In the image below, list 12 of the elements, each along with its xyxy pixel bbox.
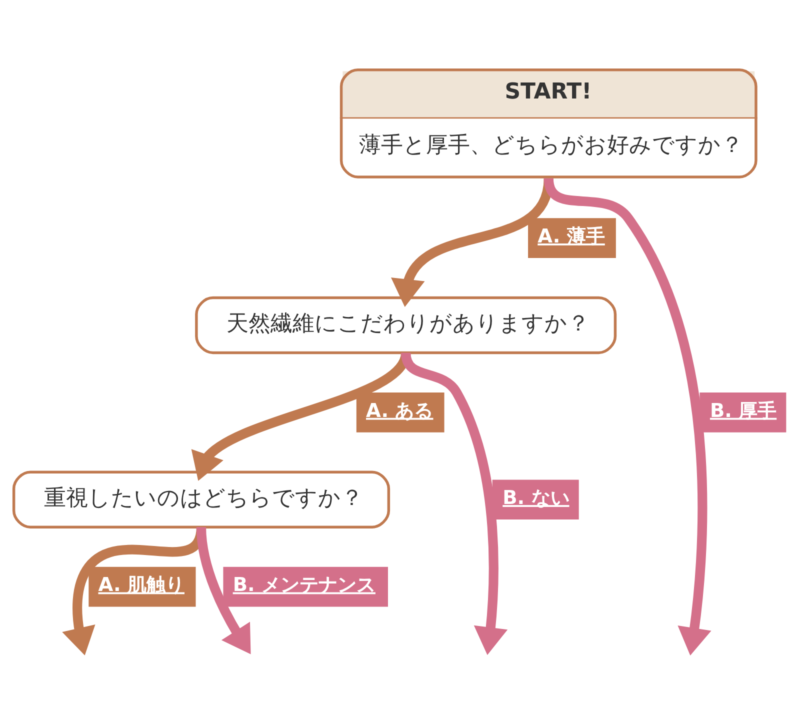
arrow [544,178,712,656]
edge-label: A. 肌触り [98,573,184,596]
arrow [390,178,554,307]
node-box: 重視したいのはどちらですか？ [12,470,390,528]
edge-label: A. ある [366,398,434,422]
arrow [401,352,508,656]
edge-label: B. メンテナンス [232,573,376,596]
edge-label: A. 薄手 [538,224,605,248]
edge-label: B. ない [502,486,570,510]
edge-label: B. 厚手 [710,398,777,422]
node-box: 天然繊維にこだわりがありますか？ [195,296,617,354]
arrow [196,526,251,654]
